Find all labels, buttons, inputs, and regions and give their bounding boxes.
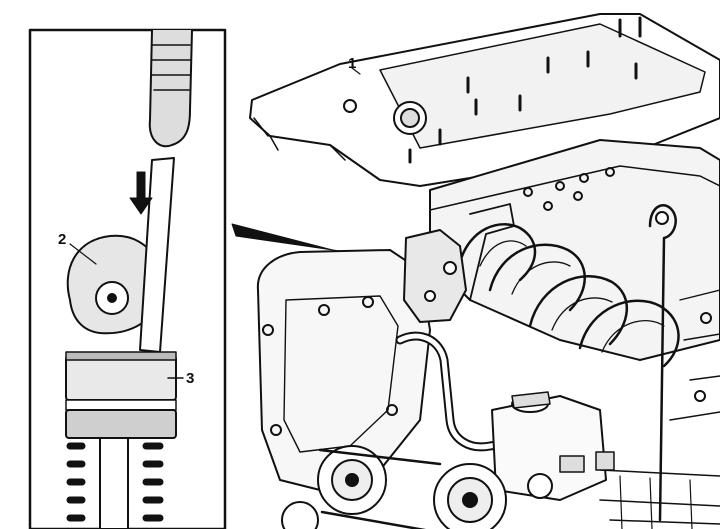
detail-inset: [28, 28, 227, 529]
callout-1: 1: [348, 55, 357, 72]
callout-2: 2: [58, 231, 67, 248]
valve-tappet: [65, 351, 184, 439]
valve-spring: [66, 437, 164, 529]
pulleys: [281, 445, 553, 529]
push-down-arrow: [129, 171, 153, 215]
dipstick: [648, 204, 677, 522]
leader-line-1: [351, 67, 361, 75]
engine-block: [256, 139, 720, 529]
leader-line-2: [69, 243, 97, 265]
callout-3: 3: [186, 370, 195, 387]
